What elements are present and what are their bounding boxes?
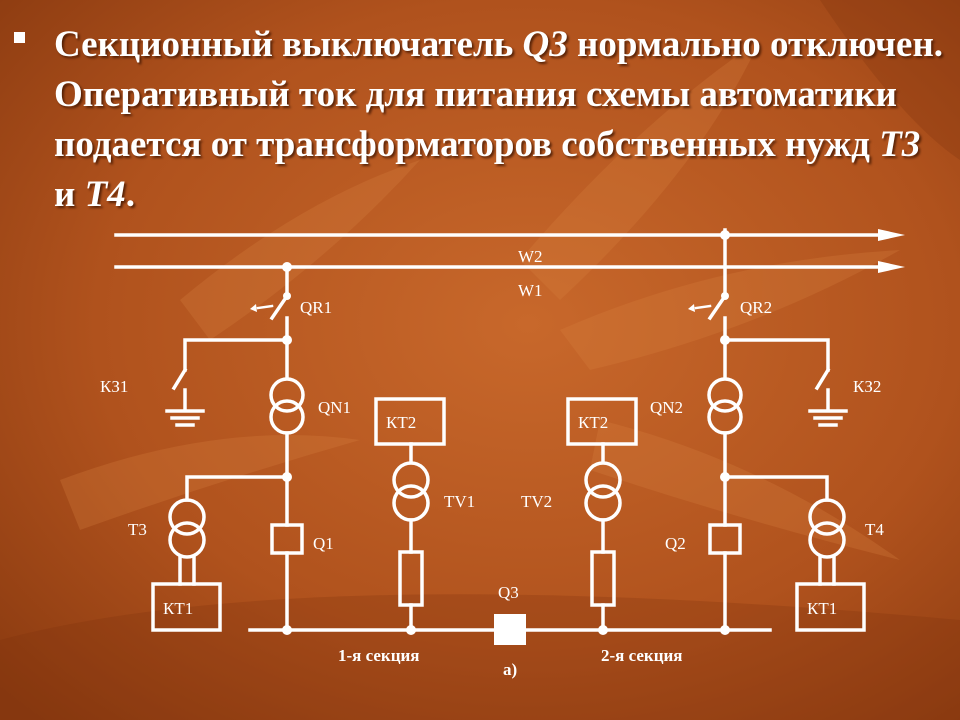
label-w2: W2	[518, 247, 543, 266]
t4-wire	[723, 475, 829, 502]
bullet-square-icon	[14, 32, 25, 43]
label-qn2: QN2	[650, 398, 683, 417]
transformer-qn1	[269, 377, 305, 435]
section-breaker-q3	[494, 614, 526, 645]
label-qr1: QR1	[300, 298, 332, 317]
disconnector-qr1	[250, 293, 290, 321]
label-q2: Q2	[665, 534, 686, 553]
label-kz2: КЗ2	[853, 377, 881, 396]
transformer-qn2	[707, 377, 743, 435]
short-circuiter-kz2	[808, 367, 848, 427]
transformer-t4	[808, 498, 846, 559]
label-section-1: 1-я секция	[338, 646, 420, 665]
title-text-1: Секционный выключатель	[54, 24, 523, 65]
title-t4: Т4	[84, 174, 126, 215]
voltage-transformer-tv2	[584, 461, 622, 522]
label-tv2: TV2	[521, 492, 552, 511]
transformer-t3	[168, 498, 206, 559]
label-tv1: TV1	[444, 492, 475, 511]
title-end: .	[125, 174, 135, 215]
slide-title: Секционный выключатель Q3 нормально откл…	[54, 20, 944, 220]
label-q3: Q3	[498, 583, 519, 602]
label-kz1: КЗ1	[100, 377, 128, 396]
disconnector-qr2	[688, 293, 728, 321]
junction-dots	[282, 230, 730, 635]
label-kt1-right: КТ1	[807, 599, 837, 618]
label-kt1-left: КТ1	[163, 599, 193, 618]
kz2-wire	[723, 338, 830, 372]
relay-kt1-right	[795, 582, 866, 632]
label-kt2-right: КТ2	[578, 413, 608, 432]
label-w1: W1	[518, 281, 543, 300]
label-qr2: QR2	[740, 298, 772, 317]
label-kt2-left: КТ2	[386, 413, 416, 432]
label-t3: Т3	[128, 520, 147, 539]
busbar-w1	[114, 261, 905, 273]
short-circuiter-kz1	[165, 367, 205, 427]
t3-wire	[185, 475, 289, 502]
voltage-transformer-tv1	[392, 461, 430, 522]
label-q1: Q1	[313, 534, 334, 553]
label-section-2: 2-я секция	[601, 646, 683, 665]
label-qn1: QN1	[318, 398, 351, 417]
breaker-q1	[270, 523, 304, 555]
title-text-2: нормально отключен. Оперативный ток для …	[54, 24, 944, 165]
title-and: и	[54, 174, 85, 215]
fuse-tv1	[398, 550, 424, 607]
label-t4: Т4	[865, 520, 884, 539]
busbar-w2	[114, 229, 905, 241]
kz1-wire	[183, 338, 289, 372]
title-t3: Т3	[879, 124, 921, 165]
label-figure-a: а)	[503, 660, 517, 679]
relay-kt1-left	[151, 582, 222, 632]
fuse-tv2	[590, 550, 616, 607]
title-q3: Q3	[522, 24, 568, 65]
breaker-q2	[708, 523, 742, 555]
